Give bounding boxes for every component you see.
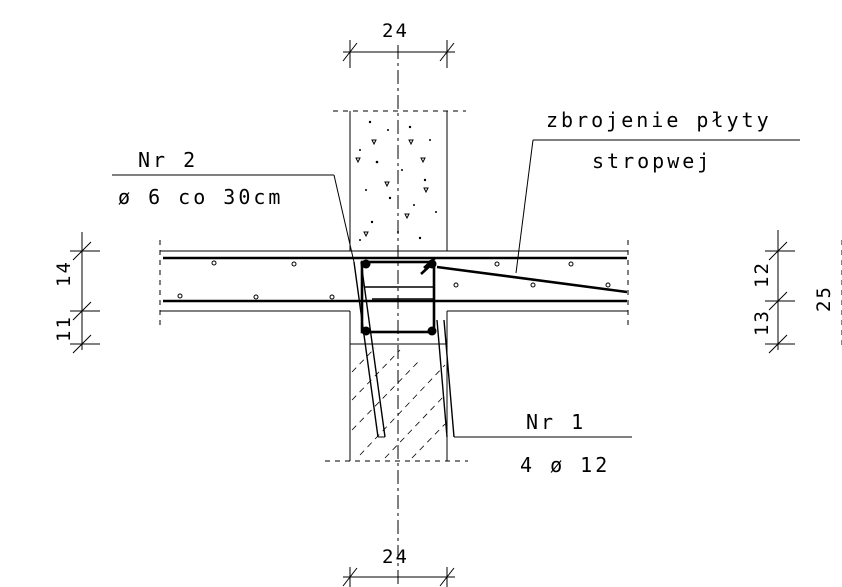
floor-slab xyxy=(159,240,629,345)
label-slab-reinforcement: zbrojenie płyty stropwej xyxy=(515,108,800,274)
dimension-left-vertical: 14 11 xyxy=(53,232,100,354)
label-slab-line1: zbrojenie płyty xyxy=(546,108,772,132)
dimension-top-value: 24 xyxy=(382,20,409,42)
lower-wall xyxy=(325,344,468,462)
dimension-top-width: 24 xyxy=(342,20,455,68)
dimension-right-total: 25 xyxy=(813,285,835,312)
dimension-left-lower: 11 xyxy=(53,315,75,342)
dimension-bottom-value: 24 xyxy=(382,546,409,568)
dimension-right-vertical: 12 13 25 xyxy=(751,230,842,354)
concrete-speckle xyxy=(355,120,437,241)
main-bars-nr1 xyxy=(361,259,437,336)
distribution-bars xyxy=(177,260,611,300)
dimension-right-lower: 13 xyxy=(751,309,773,336)
dimension-right-upper: 12 xyxy=(751,261,773,288)
label-nr1-name: Nr 1 xyxy=(526,410,586,434)
dimension-left-upper: 14 xyxy=(53,260,75,287)
label-nr2-spec: ø 6 co 30cm xyxy=(118,185,283,209)
label-slab-line2: stropwej xyxy=(592,149,712,173)
stirrup-nr2 xyxy=(353,257,455,438)
label-nr2-name: Nr 2 xyxy=(138,148,198,172)
label-nr2: Nr 2 ø 6 co 30cm xyxy=(112,148,355,263)
label-nr1: Nr 1 4 ø 12 xyxy=(454,410,632,477)
label-nr1-spec: 4 ø 12 xyxy=(520,453,610,477)
upper-wall xyxy=(333,110,466,251)
dimension-bottom-width: 24 xyxy=(342,546,455,587)
